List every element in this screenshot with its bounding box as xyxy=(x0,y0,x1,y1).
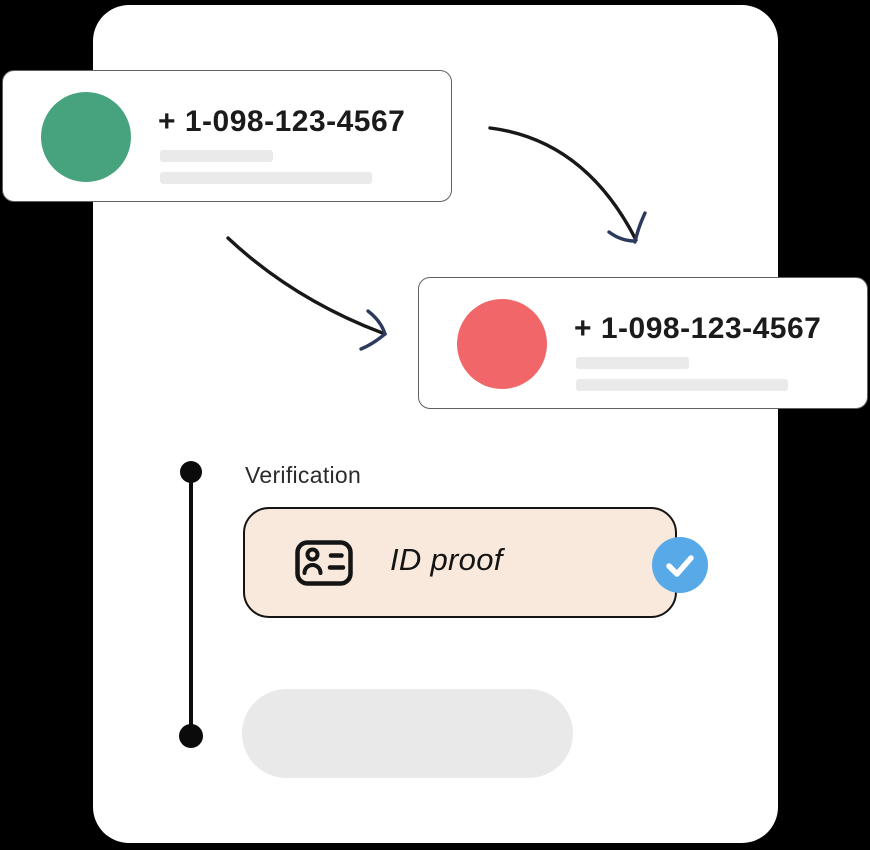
pending-step-placeholder xyxy=(242,689,573,778)
curved-arrow-icon xyxy=(488,126,647,244)
phone-number-destination: + 1-098-123-4567 xyxy=(574,312,822,345)
check-icon xyxy=(666,555,694,577)
placeholder-bar xyxy=(576,357,689,369)
verified-check-badge xyxy=(652,537,708,593)
id-card-icon xyxy=(295,540,353,586)
timeline-line xyxy=(189,472,193,736)
phone-card-origin: + 1-098-123-4567 xyxy=(2,70,452,202)
curved-arrow-icon xyxy=(226,236,387,351)
placeholder-bar xyxy=(160,150,273,162)
verification-section-label: Verification xyxy=(245,462,362,488)
avatar-circle-red xyxy=(457,299,547,389)
avatar-circle-green xyxy=(41,92,131,182)
timeline-dot-bottom xyxy=(179,724,203,748)
id-proof-card: ID proof xyxy=(243,507,677,618)
phone-card-destination: + 1-098-123-4567 xyxy=(418,277,868,409)
placeholder-bar xyxy=(160,172,372,184)
phone-number-origin: + 1-098-123-4567 xyxy=(158,105,406,138)
id-proof-label: ID proof xyxy=(390,542,503,577)
placeholder-bar xyxy=(576,379,788,391)
